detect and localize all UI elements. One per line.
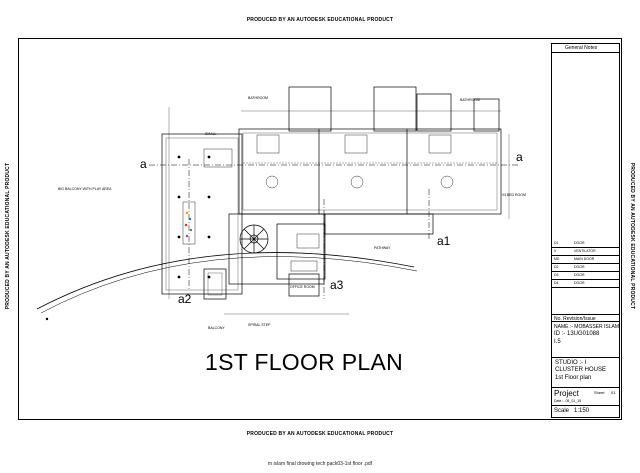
- schedule-row: MD MAIN DOOR: [552, 256, 619, 264]
- label-big-balcony: BIG BALCONY WITH PLAY AREA: [58, 187, 112, 191]
- watermark-bottom: PRODUCED BY AN AUTODESK EDUCATIONAL PROD…: [246, 431, 394, 437]
- schedule-name: DOOR: [574, 241, 585, 245]
- label-small: SMALL: [205, 132, 217, 136]
- general-notes-header: General Notes: [552, 44, 619, 53]
- revision-header: No. Revision/Issue: [552, 314, 619, 322]
- sheet-border: [18, 38, 622, 420]
- sheet-label: Sheet: [594, 390, 605, 395]
- student-id-suffix: I.5: [554, 339, 561, 345]
- label-bathroom-right: BATHROOM: [460, 98, 480, 102]
- label-bathroom-left: BATHROOM: [248, 96, 268, 100]
- studio-line: STUDIO :- I: [555, 360, 587, 366]
- watermark-top: PRODUCED BY AN AUTODESK EDUCATIONAL PROD…: [246, 17, 394, 23]
- student-info: NAME :- MOBASSER ISLAM ID :- 13UG01088 I…: [552, 322, 619, 358]
- project-label: Project: [554, 389, 579, 398]
- sheet-info: Project Sheet 01 Date :- 05_01_15: [552, 388, 619, 406]
- plan-title: 1ST FLOOR PLAN: [205, 349, 404, 375]
- file-name-label: m islam final drowing tech pack03-1st fl…: [267, 461, 373, 467]
- section-marker-a2: a2: [178, 292, 192, 306]
- label-office-room: OFFICE ROOM: [290, 285, 315, 289]
- schedule-code: D2: [554, 265, 559, 269]
- label-bed-room: 03 BED ROOM: [502, 193, 526, 197]
- schedule-code: D1: [554, 241, 559, 245]
- scale-label: Scale: [554, 408, 570, 414]
- schedule-name: DOOR: [574, 281, 585, 285]
- general-notes-label: General Notes: [565, 45, 598, 51]
- schedule-name: VENTILATOR: [574, 249, 596, 253]
- schedule-code: D3: [554, 273, 559, 277]
- schedule-row: D3 DOOR: [552, 272, 619, 280]
- schedule-table: D1 DOOR V VENTILATOR MD MAIN DOOR D2 DOO…: [552, 240, 619, 288]
- scale-info: Scale Scale 1:150: [552, 406, 619, 418]
- watermark-right: PRODUCED BY AN AUTODESK EDUCATIONAL PROD…: [629, 162, 635, 310]
- schedule-row: D2 DOOR: [552, 264, 619, 272]
- schedule-row: D4 DOOR: [552, 280, 619, 288]
- schedule-name: DOOR: [574, 273, 585, 277]
- section-marker-a-right: a: [516, 150, 523, 164]
- label-pathway: PATHWAY: [374, 246, 391, 250]
- revision-label: No. Revision/Issue: [554, 316, 596, 322]
- scale-value: 1:150: [574, 408, 590, 414]
- label-spiral-step: SPIRAL STEP: [248, 323, 271, 327]
- schedule-name: DOOR: [574, 265, 585, 269]
- project-info: STUDIO :- I CLUSTER HOUSE 1st Floor plan: [552, 358, 619, 388]
- watermark-left: PRODUCED BY AN AUTODESK EDUCATIONAL PROD…: [5, 162, 11, 310]
- sheet-number: 01: [611, 390, 616, 395]
- title-block: General Notes D1 DOOR V VENTILATOR MD MA…: [551, 43, 620, 418]
- schedule-code: V: [554, 249, 557, 253]
- student-id: ID :- 13UG01088: [554, 331, 600, 337]
- drawing-desc: 1st Floor plan: [555, 375, 592, 381]
- section-marker-a-left: a: [140, 157, 147, 171]
- project-desc: CLUSTER HOUSE: [555, 367, 607, 373]
- date-line: Date :- 05_01_15: [554, 399, 582, 403]
- schedule-name: MAIN DOOR: [574, 257, 595, 261]
- schedule-code: MD: [554, 257, 560, 261]
- schedule-row: D1 DOOR: [552, 240, 619, 248]
- label-balcony: BALCONY: [208, 326, 225, 330]
- section-marker-a1: a1: [437, 234, 451, 248]
- student-name: NAME :- MOBASSER ISLAM: [554, 324, 620, 330]
- floor-plan-drawing: [36, 86, 519, 321]
- section-marker-a3: a3: [330, 278, 344, 292]
- schedule-code: D4: [554, 281, 559, 285]
- schedule-row: V VENTILATOR: [552, 248, 619, 256]
